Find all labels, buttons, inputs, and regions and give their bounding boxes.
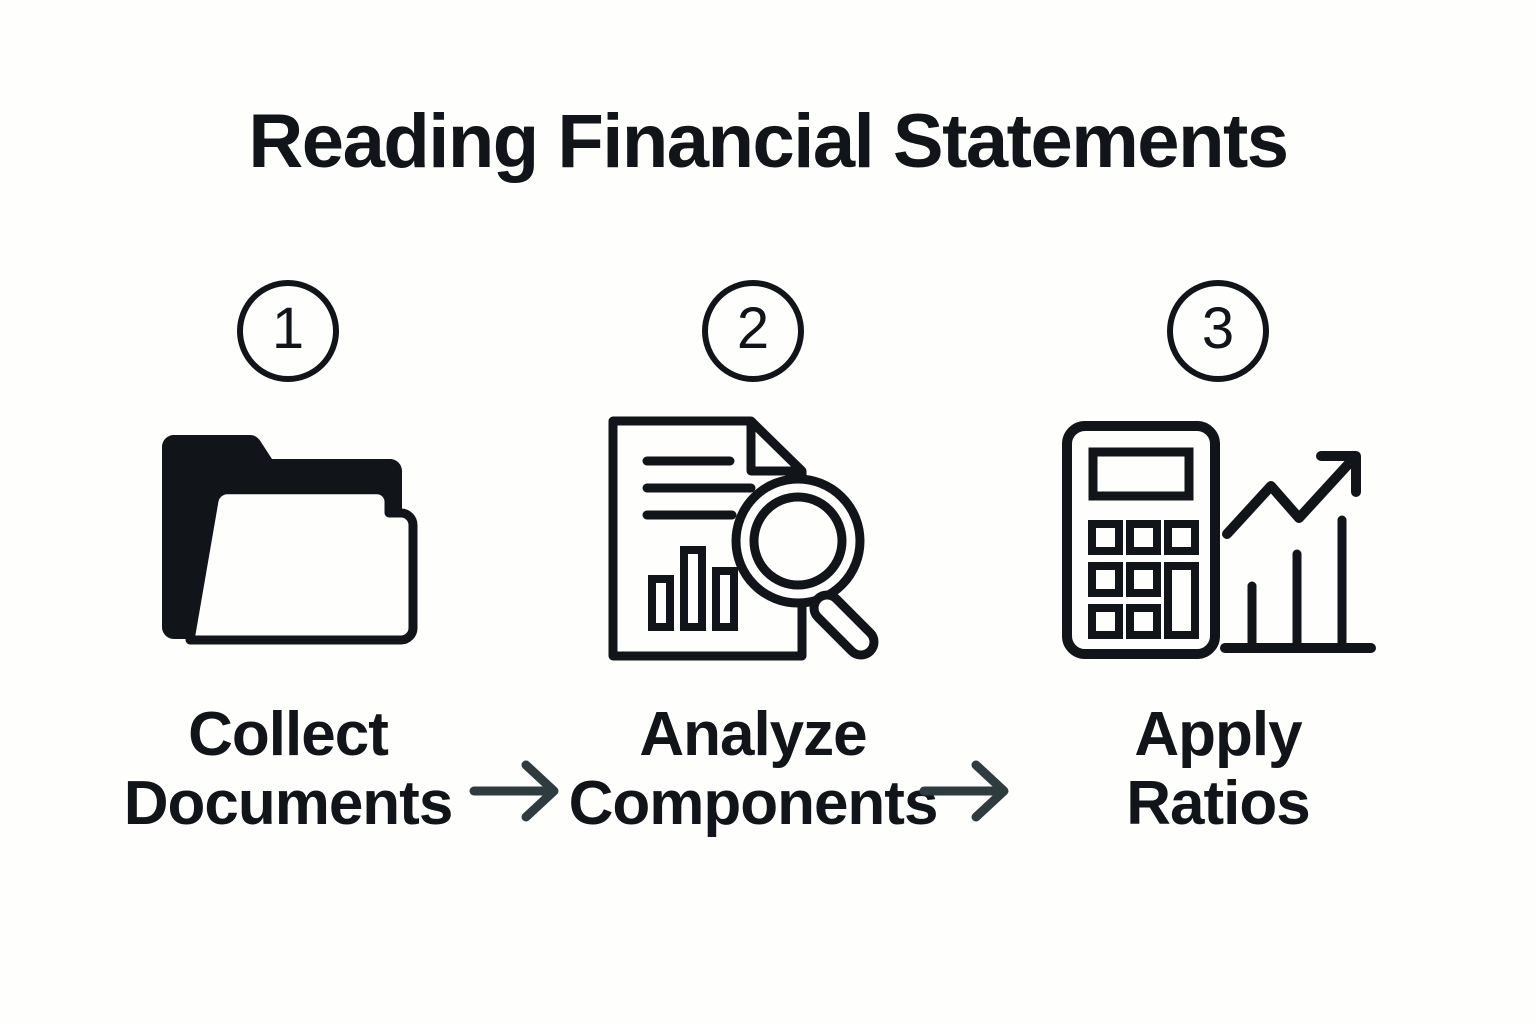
growth-chart-arrow-head (1316, 451, 1361, 497)
document-bar-3 (712, 566, 738, 631)
step-3-number-badge: 3 (1167, 280, 1269, 382)
calculator-key-4 (1088, 562, 1123, 597)
step-1-label-line1: Collect (188, 700, 389, 769)
arrow-step2-to-step3 (910, 755, 1020, 827)
step-1-number: 1 (271, 296, 305, 361)
step-2-icon (583, 408, 923, 668)
calculator-key-3 (1164, 520, 1199, 555)
page-title: Reading Financial Statements (248, 99, 1289, 184)
calculator-display (1088, 447, 1194, 501)
open-folder-icon (162, 435, 418, 645)
step-2-label-line2: Components (568, 769, 939, 839)
step-3: 3 (1008, 270, 1428, 890)
step-1-number-badge: 1 (237, 280, 339, 382)
step-2-label: Analyze Components (543, 700, 963, 839)
calculator-key-6 (1088, 604, 1123, 639)
calculator-growth-chart-icon (1062, 421, 1376, 659)
step-2: 2 (543, 270, 963, 890)
calculator-key-7 (1126, 604, 1161, 639)
step-1-label-line2: Documents (123, 769, 454, 839)
step-3-number: 3 (1201, 296, 1235, 361)
arrow-right-icon (469, 760, 559, 822)
step-2-label-line1: Analyze (639, 700, 867, 769)
step-3-label: Apply Ratios (1008, 700, 1428, 839)
step-1-icon (118, 408, 458, 668)
document-bar-1 (648, 574, 674, 631)
calculator-key-equals (1164, 562, 1199, 639)
growth-chart-trend-line (1222, 453, 1359, 539)
step-1-label: Collect Documents (78, 700, 498, 839)
arrow-right-icon (919, 760, 1009, 822)
step-3-label-line1: Apply (1134, 700, 1302, 769)
document-bar-2 (680, 545, 706, 631)
document-magnifier-icon (608, 416, 879, 660)
steps-row: 1 Collect Documents 2 (0, 270, 1536, 890)
calculator-key-1 (1088, 520, 1123, 555)
step-1: 1 Collect Documents (78, 270, 498, 890)
step-3-icon (1048, 408, 1388, 668)
step-2-number-badge: 2 (702, 280, 804, 382)
step-2-number: 2 (736, 296, 770, 361)
calculator-key-2 (1126, 520, 1161, 555)
arrow-step1-to-step2 (460, 755, 570, 827)
step-3-label-line2: Ratios (1126, 769, 1310, 839)
calculator-key-5 (1126, 562, 1161, 597)
magnifier-handle (809, 590, 879, 659)
